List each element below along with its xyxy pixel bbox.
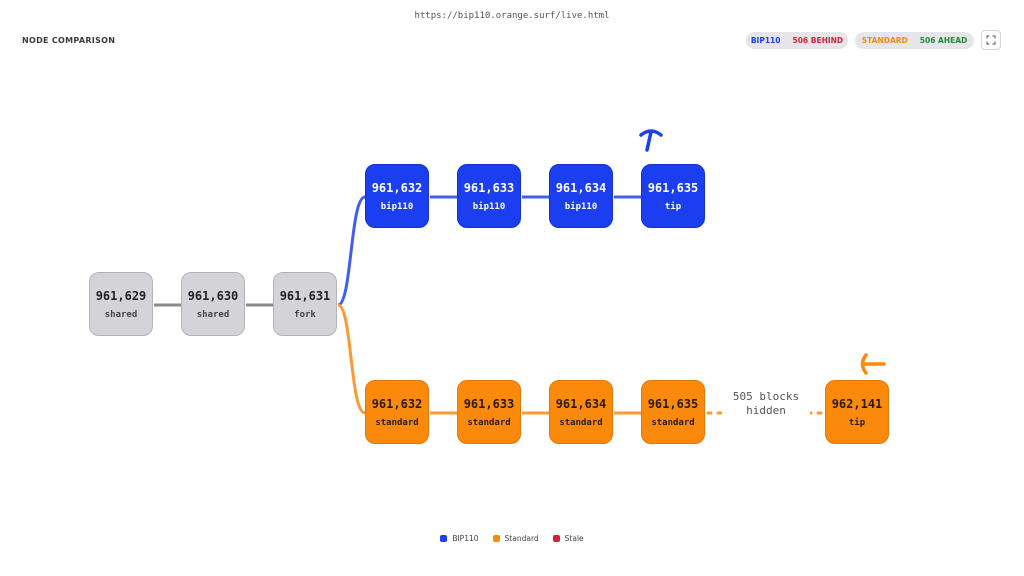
- block-standard[interactable]: 961,634 standard: [549, 380, 613, 444]
- fork-branch-standard: [337, 303, 366, 415]
- legend: BIP110 Standard Stale: [0, 534, 1024, 543]
- block-label: bip110: [472, 201, 506, 212]
- bip110-status-label: BIP110: [750, 36, 781, 45]
- hidden-blocks-label[interactable]: 505 blocks hidden: [722, 390, 810, 418]
- block-label: standard: [651, 417, 695, 428]
- block-bip110-tip[interactable]: 961,635 tip: [641, 164, 705, 228]
- page-title: NODE COMPARISON: [22, 36, 116, 45]
- block-height: 961,633: [463, 396, 515, 411]
- block-height: 961,635: [647, 396, 699, 411]
- block-height: 961,632: [371, 180, 423, 195]
- standard-pickaxe-icon: [860, 353, 886, 375]
- legend-label: Standard: [504, 534, 539, 543]
- block-height: 961,629: [95, 288, 147, 303]
- block-label: standard: [467, 417, 511, 428]
- legend-label: BIP110: [452, 534, 479, 543]
- block-standard[interactable]: 961,633 standard: [457, 380, 521, 444]
- block-label: tip: [664, 201, 682, 212]
- block-label: bip110: [564, 201, 598, 212]
- block-label: fork: [294, 309, 316, 320]
- block-label: shared: [104, 309, 138, 320]
- legend-item-stale: Stale: [552, 534, 584, 543]
- page-url: https://bip110.orange.surf/live.html: [414, 11, 610, 21]
- bip110-status-badge: BIP110 506 BEHIND: [746, 32, 848, 49]
- block-label: shared: [196, 309, 230, 320]
- block-height: 961,633: [463, 180, 515, 195]
- block-standard[interactable]: 961,632 standard: [365, 380, 429, 444]
- block-standard[interactable]: 961,635 standard: [641, 380, 705, 444]
- block-height: 961,630: [187, 288, 239, 303]
- block-label: standard: [559, 417, 603, 428]
- legend-item-bip110: BIP110: [440, 534, 479, 543]
- block-bip110[interactable]: 961,632 bip110: [365, 164, 429, 228]
- block-fork[interactable]: 961,631 fork: [273, 272, 337, 336]
- block-label: bip110: [380, 201, 414, 212]
- block-height: 961,635: [647, 180, 699, 195]
- bip110-status-value: 506 BEHIND: [792, 36, 844, 45]
- block-shared[interactable]: 961,630 shared: [181, 272, 245, 336]
- block-label: tip: [848, 417, 866, 428]
- bip110-pickaxe-icon: [639, 129, 663, 152]
- block-height: 961,632: [371, 396, 423, 411]
- legend-swatch: [492, 535, 500, 542]
- legend-swatch: [552, 535, 560, 542]
- block-height: 961,634: [555, 180, 607, 195]
- block-bip110[interactable]: 961,634 bip110: [549, 164, 613, 228]
- hidden-blocks-count: 505 blocks: [732, 390, 800, 403]
- fork-branch-bip110: [337, 195, 366, 307]
- legend-label: Stale: [564, 534, 584, 543]
- block-height: 961,631: [279, 288, 331, 303]
- block-shared[interactable]: 961,629 shared: [89, 272, 153, 336]
- block-label: standard: [375, 417, 419, 428]
- block-height: 961,634: [555, 396, 607, 411]
- fullscreen-button[interactable]: [981, 30, 1001, 50]
- legend-swatch: [440, 535, 448, 542]
- legend-item-standard: Standard: [492, 534, 539, 543]
- standard-status-badge: STANDARD 506 AHEAD: [855, 32, 974, 49]
- standard-status-label: STANDARD: [861, 36, 908, 45]
- block-height: 962,141: [831, 396, 883, 411]
- block-bip110[interactable]: 961,633 bip110: [457, 164, 521, 228]
- hidden-blocks-text: hidden: [746, 404, 786, 417]
- block-standard-tip[interactable]: 962,141 tip: [825, 380, 889, 444]
- expand-icon: [986, 35, 996, 45]
- standard-status-value: 506 AHEAD: [919, 36, 968, 45]
